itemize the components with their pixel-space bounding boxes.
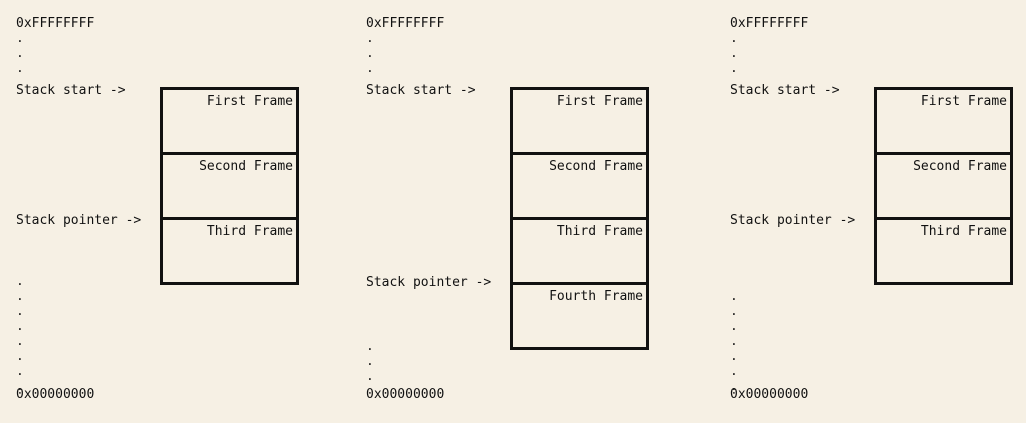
stack-frame-first: First Frame [163,90,296,155]
stack-diagram-1: 0xFFFFFFFF . . . Stack start -> Stack po… [0,0,342,423]
frame-label: First Frame [556,94,643,109]
stack-box: First Frame Second Frame Third Frame [874,87,1013,285]
stack-start-label: Stack start -> [730,83,840,98]
top-address-label: 0xFFFFFFFF [730,16,809,31]
stack-box: First Frame Second Frame Third Frame [160,87,299,285]
upper-ellipsis: . . . [730,31,738,76]
stack-pointer-label: Stack pointer -> [730,213,856,228]
frame-label: First Frame [206,94,293,109]
stack-frame-third: Third Frame [513,220,646,285]
stack-pointer-label: Stack pointer -> [366,275,492,290]
lower-ellipsis: . . . . . . . [730,289,738,394]
upper-ellipsis: . . . [366,31,374,76]
stack-box: First Frame Second Frame Third Frame Fou… [510,87,649,350]
stack-frame-second: Second Frame [513,155,646,220]
stack-frame-first: First Frame [877,90,1010,155]
bottom-address-label: 0x00000000 [16,387,95,402]
bottom-address-label: 0x00000000 [366,387,445,402]
bottom-address-label: 0x00000000 [730,387,809,402]
frame-label: Second Frame [199,159,293,174]
frame-label: First Frame [920,94,1007,109]
frame-label: Second Frame [549,159,643,174]
stack-diagram-3: 0xFFFFFFFF . . . Stack start -> Stack po… [714,0,1026,423]
stack-start-label: Stack start -> [366,83,476,98]
frame-label: Third Frame [556,224,643,239]
stack-diagram-2: 0xFFFFFFFF . . . Stack start -> Stack po… [350,0,692,423]
stack-frame-third: Third Frame [163,220,296,285]
stack-start-label: Stack start -> [16,83,126,98]
frame-label: Second Frame [913,159,1007,174]
frame-label: Third Frame [206,224,293,239]
upper-ellipsis: . . . [16,31,24,76]
stack-frame-third: Third Frame [877,220,1010,285]
frame-label: Fourth Frame [549,289,643,304]
top-address-label: 0xFFFFFFFF [366,16,445,31]
stack-pointer-label: Stack pointer -> [16,213,142,228]
stack-frame-first: First Frame [513,90,646,155]
stack-frame-fourth: Fourth Frame [513,285,646,350]
lower-ellipsis: . . . [366,339,374,384]
frame-label: Third Frame [920,224,1007,239]
stack-frame-second: Second Frame [877,155,1010,220]
top-address-label: 0xFFFFFFFF [16,16,95,31]
lower-ellipsis: . . . . . . . . [16,274,24,394]
stack-frame-second: Second Frame [163,155,296,220]
